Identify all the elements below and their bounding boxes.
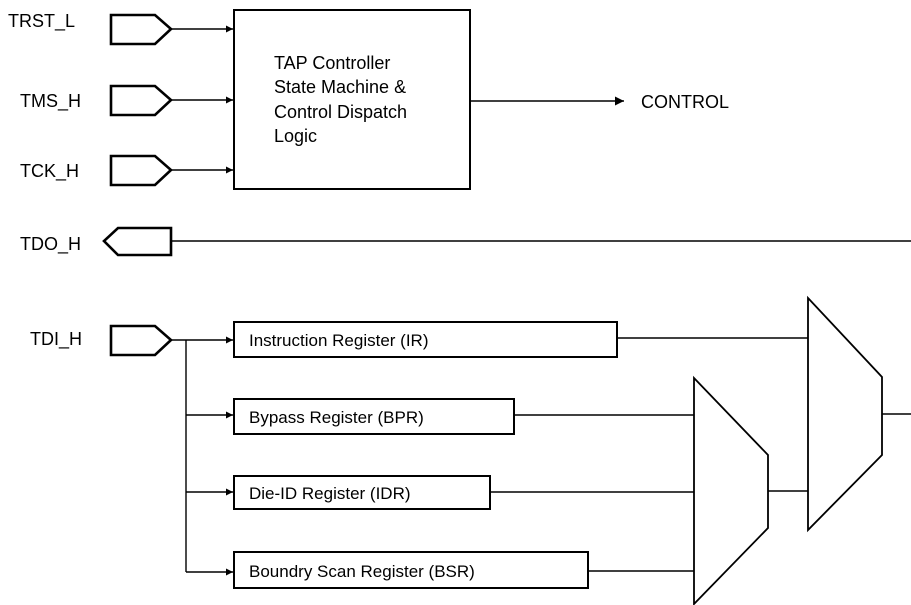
data-register-mux	[693, 375, 769, 605]
bypass-register-label: Bypass Register (BPR)	[249, 408, 424, 427]
controller-label-line1: TAP Controller	[274, 53, 390, 73]
controller-label-line4: Logic	[274, 126, 317, 146]
tdi-input-pad	[109, 324, 173, 357]
controller-label-line2: State Machine &	[274, 77, 406, 97]
boundary-scan-register-box	[233, 551, 589, 589]
boundary-scan-register-label: Boundry Scan Register (BSR)	[249, 562, 475, 581]
tdi-label: TDI_H	[30, 329, 82, 350]
trst-input-pad	[109, 13, 173, 46]
instruction-register-box	[233, 321, 618, 358]
die-id-register-label: Die-ID Register (IDR)	[249, 484, 411, 503]
output-mux	[807, 295, 883, 533]
die-id-register-box	[233, 475, 491, 510]
control-output-label: CONTROL	[641, 92, 729, 112]
tms-input-pad	[109, 84, 173, 117]
tap-controller-box	[233, 9, 471, 190]
tdo-output-pad	[102, 226, 173, 257]
bypass-register-box	[233, 398, 515, 435]
tck-label: TCK_H	[20, 161, 79, 182]
trst-label: TRST_L	[8, 11, 75, 32]
tck-input-pad	[109, 154, 173, 187]
tdo-label: TDO_H	[20, 234, 81, 255]
controller-label-line3: Control Dispatch	[274, 102, 407, 122]
instruction-register-label: Instruction Register (IR)	[249, 331, 429, 350]
tms-label: TMS_H	[20, 91, 81, 112]
